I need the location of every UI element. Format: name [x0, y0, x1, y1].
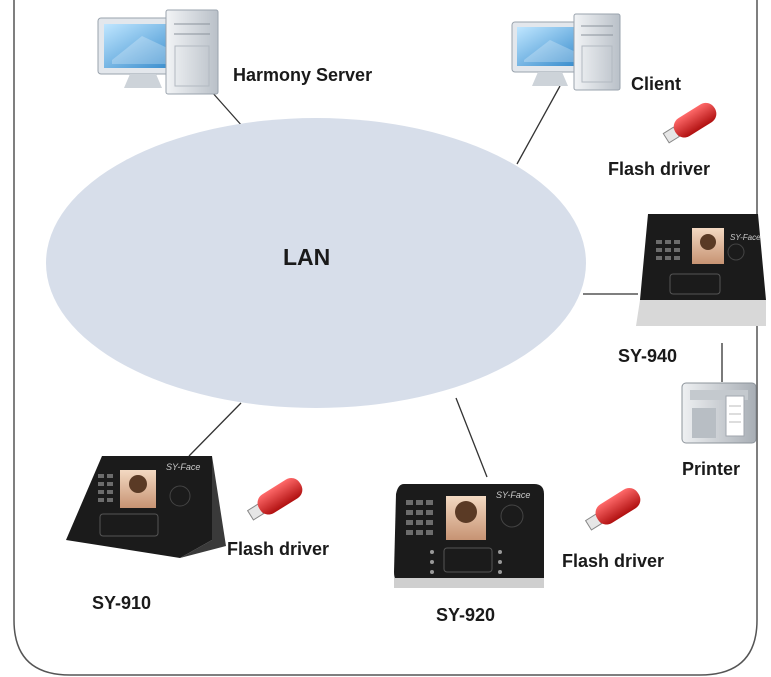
- server-computer-icon: [97, 9, 219, 95]
- sy940-label: SY-940: [618, 346, 678, 366]
- client-flash-label: Flash driver: [608, 159, 711, 179]
- sy910-label: SY-910: [92, 593, 152, 613]
- sy940-brand-text: SY-Face: [730, 233, 761, 242]
- link-sy910: [188, 402, 242, 457]
- link-client: [516, 85, 561, 165]
- client-computer-icon: [511, 13, 621, 91]
- client-flash-drive-icon: [662, 102, 717, 144]
- sy910-brand-text: SY-Face: [166, 462, 200, 472]
- printer-label: Printer: [682, 459, 741, 479]
- sy910-flash-drive-icon: [246, 478, 303, 521]
- link-sy920: [455, 397, 488, 478]
- printer-icon: [681, 382, 757, 444]
- lan-label: LAN: [283, 244, 331, 270]
- sy920-brand-text: SY-Face: [496, 490, 530, 500]
- sy940-terminal-icon: SY-Face: [636, 214, 766, 326]
- lan-ellipse: [46, 118, 586, 408]
- sy910-flash-label: Flash driver: [227, 539, 330, 559]
- sy920-label: SY-920: [436, 605, 496, 625]
- sy910-terminal-icon: SY-Face: [66, 456, 226, 558]
- sy920-flash-label: Flash driver: [562, 551, 665, 571]
- client-label: Client: [631, 74, 682, 94]
- sy920-terminal-icon: SY-Face: [394, 484, 544, 588]
- harmony-server-label: Harmony Server: [233, 65, 373, 85]
- diagram-frame: [13, 0, 758, 676]
- sy920-flash-drive-icon: [584, 488, 641, 531]
